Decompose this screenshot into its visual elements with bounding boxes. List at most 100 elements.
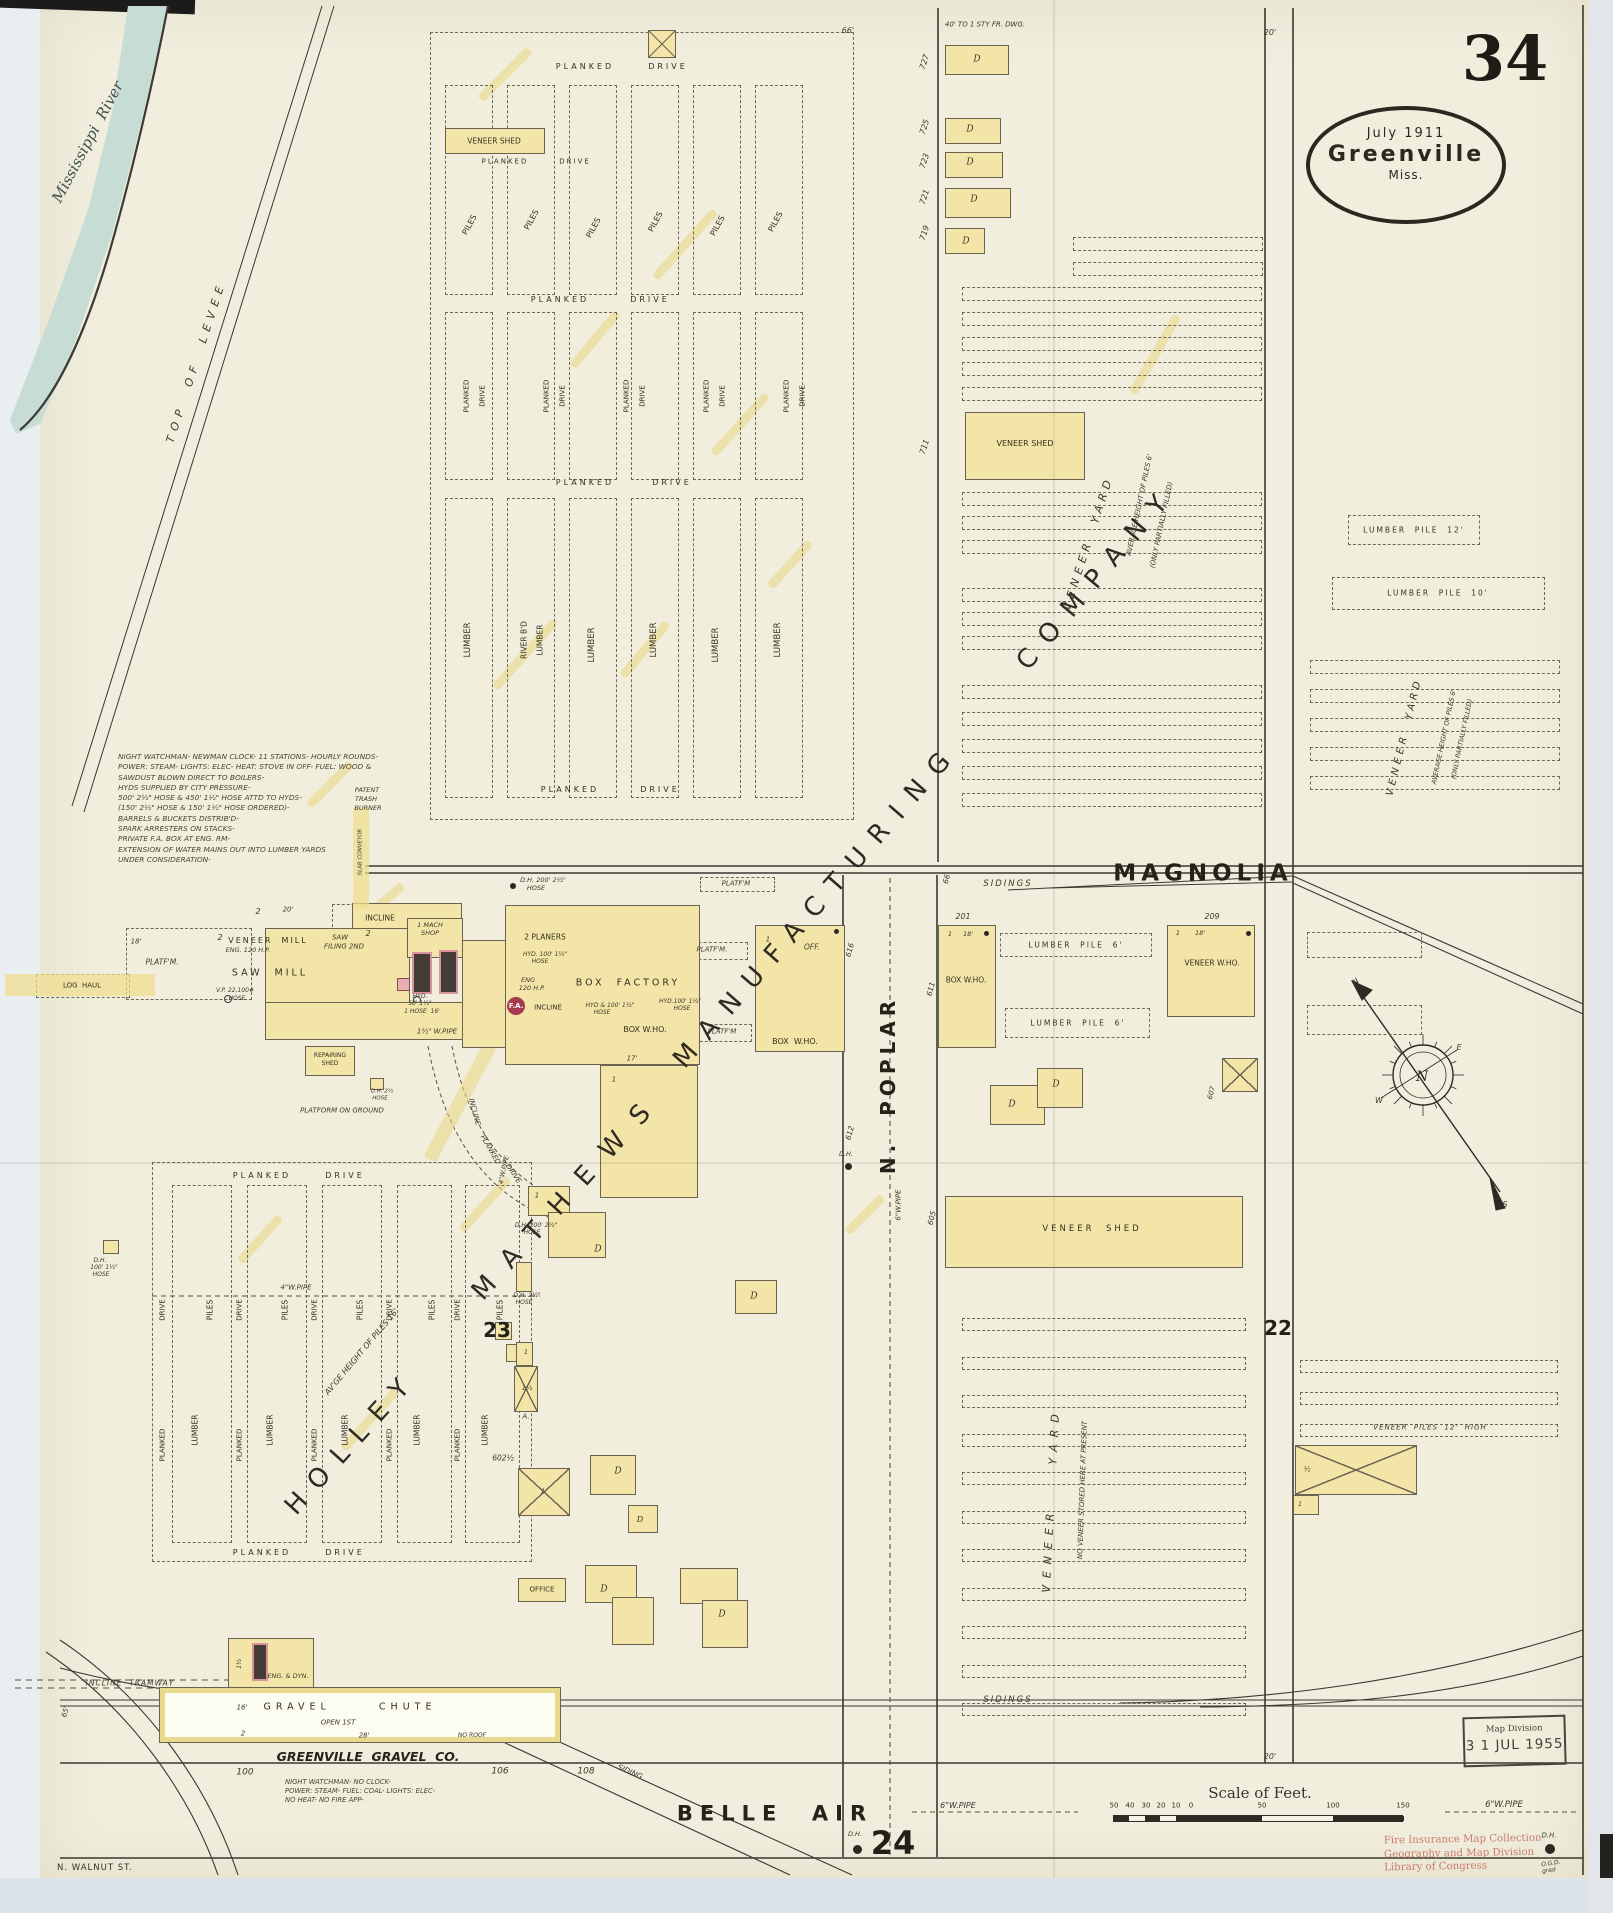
map-label: BOX FACTORY	[575, 977, 681, 989]
map-line	[83, 5, 335, 813]
dashed-lumber-area	[1307, 932, 1422, 958]
map-label: D.H.	[838, 1149, 854, 1158]
lumber-pile-row	[1310, 660, 1560, 674]
map-label: LUMBER PILE 10'	[1387, 588, 1489, 598]
map-label: 1 HOSE 16'	[404, 1008, 440, 1015]
compass-spoke	[1443, 1095, 1453, 1105]
map-label: PLATF'M.	[145, 957, 179, 967]
note-line: NIGHT WATCHMAN- NO CLOCK-	[285, 1778, 391, 1786]
map-label: 6"W.PIPE	[894, 1189, 903, 1221]
building	[945, 118, 1001, 144]
dashed-lumber-area	[1000, 933, 1152, 957]
map-label: D.H.	[847, 1829, 863, 1838]
compass-spoke	[1450, 1060, 1457, 1064]
map-label: SHED	[321, 1060, 339, 1067]
map-label: 66'	[841, 26, 855, 35]
map-label: DRIVE	[652, 478, 692, 487]
map-label: VENEER SHED	[996, 439, 1054, 448]
map-label: D	[718, 1609, 726, 1620]
map-label: LUMBER	[190, 1414, 200, 1446]
hydrant-dot	[833, 928, 839, 934]
adjacent-sheet-number: 23	[483, 1318, 511, 1342]
map-label: OFF.	[804, 942, 820, 952]
building	[680, 1568, 738, 1604]
map-label: 50' 1½"	[408, 1000, 432, 1007]
library-of-congress-stamp: Fire Insurance Map Collection Geography …	[1384, 1832, 1542, 1875]
map-label: SIDINGS	[983, 1694, 1033, 1705]
lumber-pile-row	[962, 312, 1262, 326]
map-label: D	[1008, 1099, 1016, 1110]
map-label: D.H. 200' 2½"	[514, 1222, 558, 1229]
title-state: Miss.	[1388, 168, 1424, 182]
map-label: 1	[523, 1347, 529, 1356]
street-label-magnolia: MAGNOLIA	[1113, 860, 1293, 887]
building	[945, 228, 985, 254]
street-label-n-walnut: N. WALNUT ST.	[56, 1862, 134, 1873]
scale-tick-label: 50	[1257, 1801, 1267, 1810]
map-label: BOX W.HO.	[623, 1025, 667, 1034]
mississippi-river	[10, 6, 168, 434]
map-label: LUMBER	[710, 627, 721, 663]
dashed-lumber-area	[507, 312, 555, 480]
map-label: DRIVE	[158, 1299, 167, 1321]
map-label: 1	[1175, 928, 1181, 937]
map-label: GRAVEL CHUTE	[263, 1701, 437, 1713]
map-label: D	[970, 194, 978, 205]
note-line: NO HEAT- NO FIRE APP-	[285, 1796, 364, 1804]
map-label: LOG HAUL	[62, 981, 102, 990]
map-label: LUMBER	[340, 1414, 350, 1446]
map-label: VENEER MILL	[228, 936, 308, 945]
note-line: (150' 2½" HOSE & 150' 1½" HOSE ORDERED)-	[118, 803, 290, 813]
map-label: 1 MACH	[417, 920, 443, 929]
scale-bar	[1113, 1815, 1404, 1822]
map-label: A.	[522, 1412, 530, 1421]
building	[353, 808, 369, 908]
map-label: D	[966, 157, 974, 168]
building	[965, 412, 1085, 480]
title-date: July 1911	[1366, 126, 1446, 141]
map-label: HYD.	[412, 993, 428, 1000]
note-line: PRIVATE F.A. BOX AT ENG. RM-	[118, 834, 231, 844]
map-label: BOX W.HO.	[772, 1037, 818, 1046]
dashed-lumber-area	[397, 1185, 452, 1543]
map-label: 106	[491, 1766, 509, 1777]
note-line: NIGHT WATCHMAN- NEWMAN CLOCK- 11 STATION…	[118, 752, 379, 761]
map-label: PLANKED	[232, 1548, 292, 1557]
map-label: HYD.100' 1½"	[658, 998, 702, 1005]
lumber-pile-row	[962, 362, 1262, 376]
dashed-lumber-area	[1332, 577, 1545, 610]
map-label: RIVER B'D	[519, 621, 529, 659]
map-label: HOSE	[526, 883, 546, 892]
map-label: 100' 1½"	[90, 1264, 118, 1271]
map-label: LUMBER	[772, 622, 783, 658]
dashed-lumber-area	[322, 1185, 382, 1543]
lumber-pile-row	[962, 712, 1262, 726]
map-line	[1292, 875, 1584, 1005]
dashed-lumber-area	[569, 312, 617, 480]
map-label: ENG. 120 H.P.	[225, 945, 271, 954]
lumber-pile-row	[962, 1472, 1246, 1485]
building	[370, 1078, 384, 1090]
map-label: D	[594, 1244, 602, 1255]
scan-margin-right	[1588, 0, 1613, 1913]
map-label: W	[1375, 1096, 1383, 1105]
fire-alarm-box: F.A.	[507, 997, 525, 1015]
sheet-number: 34	[1461, 22, 1549, 95]
building	[1037, 1068, 1083, 1108]
dashed-lumber-area	[445, 312, 493, 480]
building	[648, 30, 676, 58]
scan-corner-dark-br	[1600, 1834, 1613, 1878]
scan-margin-bottom	[0, 1878, 1613, 1913]
map-line	[427, 1045, 551, 1219]
map-label: 2	[217, 933, 223, 942]
lumber-pile-row	[1073, 237, 1263, 251]
lumber-pile-row	[962, 766, 1262, 780]
map-label: 209	[1204, 912, 1220, 921]
map-label: SAW	[331, 933, 349, 942]
note-line: HYDS SUPPLIED BY CITY PRESSURE-	[118, 782, 251, 792]
lumber-pile-row	[1310, 776, 1560, 790]
map-label: VENEER PILES 12' HIGH	[1373, 1423, 1487, 1432]
map-label: D	[614, 1466, 622, 1477]
map-label: 20'	[1263, 28, 1277, 37]
map-label: 4"W.PIPE	[280, 1283, 312, 1292]
